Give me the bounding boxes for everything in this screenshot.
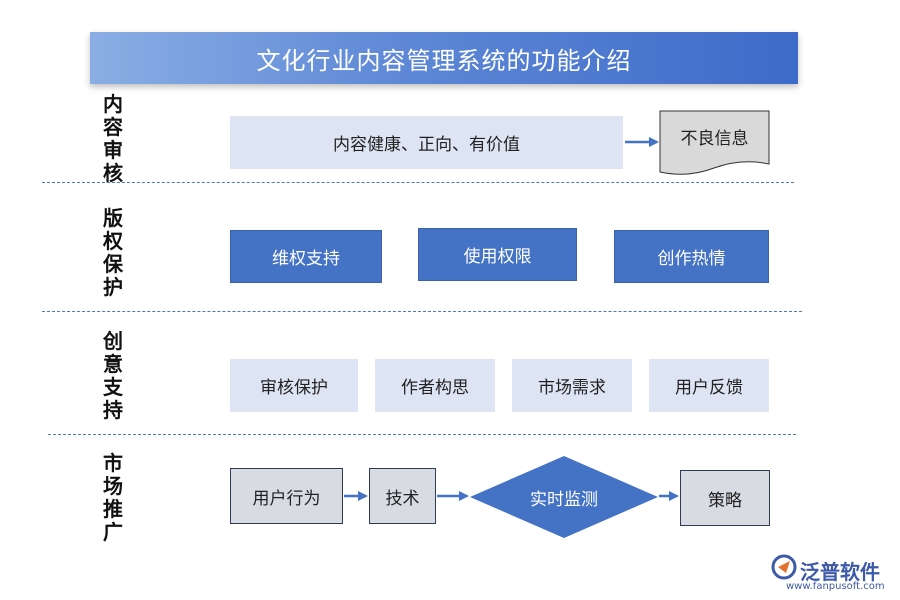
section-label-marketing: 市 场 推 广 [98,452,128,544]
page-title: 文化行业内容管理系统的功能介绍 [90,32,798,84]
section-label-char: 审 [103,138,123,162]
section-label-char: 容 [103,115,123,139]
section-label-char: 意 [103,352,123,376]
section-label-char: 场 [103,474,123,498]
section-label-char: 护 [103,275,123,299]
section-label-copyright: 版 权 保 护 [98,207,128,299]
logo-url: www.fanpusoft.com [786,581,885,592]
section-label-char: 内 [103,92,123,116]
section-label-char: 保 [103,252,123,276]
section-divider [48,434,796,435]
bad-info-document-shape [659,110,770,175]
rights-support-box: 维权支持 [230,230,382,283]
realtime-monitor-label: 实时监测 [530,489,598,510]
bad-info-label: 不良信息 [680,128,749,149]
content-healthy-box: 内容健康、正向、有价值 [230,116,623,169]
creative-passion-box: 创作热情 [614,230,769,283]
strategy-box: 策略 [680,470,770,526]
logo-name: 泛普软件 [800,560,880,584]
usage-permission-box: 使用权限 [418,228,577,281]
section-label-char: 创 [103,329,123,353]
user-feedback-box: 用户反馈 [649,359,769,412]
user-behavior-box: 用户行为 [230,468,343,524]
section-label-content-review: 内 容 审 核 [98,93,128,185]
section-label-char: 支 [103,375,123,399]
section-label-creative: 创 意 支 持 [98,330,128,422]
realtime-monitor-diamond [470,456,658,538]
technology-box: 技术 [369,468,436,524]
author-concept-box: 作者构思 [375,359,495,412]
review-protection-box: 审核保护 [230,359,358,412]
section-label-char: 广 [103,520,123,544]
section-label-char: 权 [103,229,123,253]
market-demand-box: 市场需求 [512,359,632,412]
section-label-char: 版 [103,206,123,230]
fanpu-logo-icon [771,554,797,580]
section-label-char: 核 [103,161,123,185]
section-label-char: 持 [103,398,123,422]
section-divider [42,182,794,183]
section-label-char: 市 [103,451,123,475]
section-divider [42,311,802,312]
section-label-char: 推 [103,497,123,521]
